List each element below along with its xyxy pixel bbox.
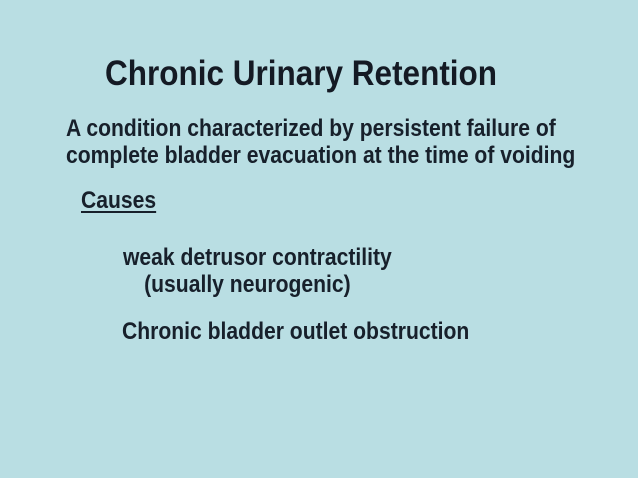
cause-item-weak-detrusor: weak detrusor contractility (usually neu… (123, 244, 392, 298)
definition-paragraph: A condition characterized by persistent … (66, 115, 575, 169)
slide-title: Chronic Urinary Retention (105, 54, 498, 93)
cause-2-line-1: Chronic bladder outlet obstruction (122, 318, 470, 345)
definition-line-1: A condition characterized by persistent … (66, 115, 556, 142)
cause-1-line-2: (usually neurogenic) (144, 271, 351, 298)
causes-heading: Causes (81, 187, 157, 214)
cause-item-outlet-obstruction: Chronic bladder outlet obstruction (122, 318, 469, 345)
definition-line-2: complete bladder evacuation at the time … (66, 142, 576, 169)
cause-1-line-1: weak detrusor contractility (123, 244, 392, 271)
